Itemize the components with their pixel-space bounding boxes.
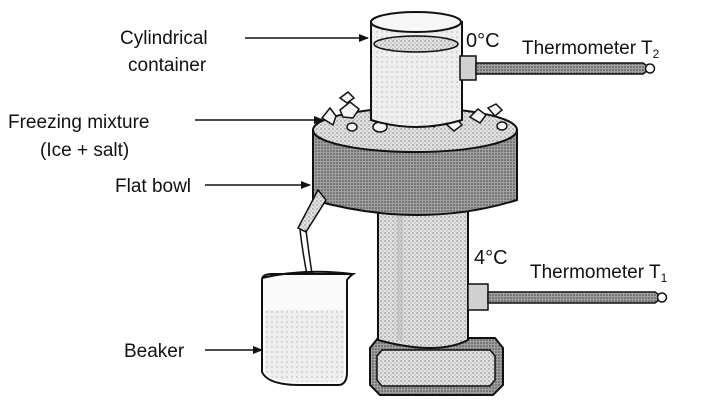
- label-thermometer-t2-sub: 2: [653, 47, 660, 61]
- label-thermometer-t1-sub: 1: [661, 271, 668, 285]
- label-beaker: Beaker: [124, 341, 185, 362]
- label-thermometer-t2: Thermometer T2: [522, 38, 660, 61]
- label-thermometer-t1-name: Thermometer T: [530, 262, 661, 283]
- cylindrical-container: [370, 11, 463, 128]
- central-cylinder: [377, 209, 469, 349]
- label-flat-bowl: Flat bowl: [115, 176, 191, 197]
- label-thermometer-t1: Thermometer T1: [530, 262, 668, 285]
- thermometer-t2: [459, 55, 656, 81]
- label-temp-bottom: 4°C: [474, 247, 508, 269]
- label-cylindrical-line2: container: [128, 55, 207, 76]
- bowl-spout: [296, 188, 327, 281]
- leader-lines: [195, 34, 369, 354]
- label-thermometer-t2-name: Thermometer T: [522, 38, 653, 59]
- beaker: [261, 270, 357, 386]
- label-temp-top: 0°C: [466, 30, 500, 52]
- flat-bowl: [312, 107, 518, 216]
- label-cylindrical-line1: Cylindrical: [120, 28, 208, 49]
- apparatus-base: [369, 337, 504, 396]
- label-freezing-mixture-line2: (Ice + salt): [40, 140, 129, 161]
- label-freezing-mixture-line1: Freezing mixture: [8, 112, 150, 133]
- thermometer-t1: [467, 283, 668, 311]
